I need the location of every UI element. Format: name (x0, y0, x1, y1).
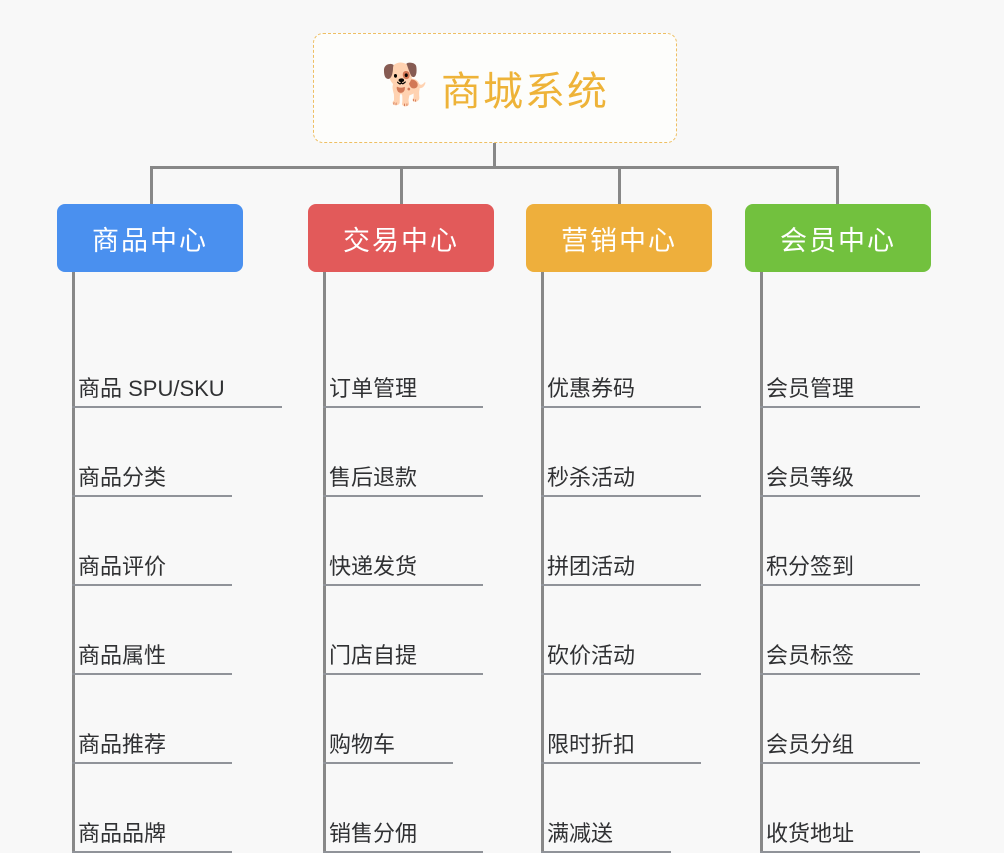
category-spine-3 (541, 272, 544, 853)
category-spine-2 (323, 272, 326, 853)
leaf-underline (541, 406, 701, 408)
leaf-item-label: 商品分类 (78, 464, 167, 490)
leaf-item[interactable]: 优惠券码 (541, 319, 712, 408)
category-header-3[interactable]: 营销中心 (526, 204, 712, 272)
category-header-label: 商品中心 (92, 225, 208, 256)
leaf-item[interactable]: 积分签到 (760, 497, 931, 586)
leaf-item[interactable]: 砍价活动 (541, 586, 712, 675)
category-header-label: 会员中心 (780, 225, 896, 256)
leaf-underline (72, 495, 232, 497)
category-column-2: 交易中心订单管理售后退款快递发货门店自提购物车销售分佣 (308, 204, 494, 853)
category-header-4[interactable]: 会员中心 (745, 204, 931, 272)
category-header-label: 营销中心 (561, 225, 677, 256)
leaf-underline (323, 495, 483, 497)
leaf-item[interactable]: 商品 SPU/SKU (72, 319, 282, 408)
connector-drop-1 (150, 166, 153, 204)
leaf-item-label: 积分签到 (766, 553, 855, 579)
connector-horizontal-bus (150, 166, 838, 169)
leaf-item-label: 商品推荐 (78, 731, 167, 757)
leaf-item-label: 限时折扣 (547, 731, 636, 757)
leaf-item-label: 会员分组 (766, 731, 855, 757)
leaf-item[interactable]: 秒杀活动 (541, 408, 712, 497)
connector-drop-2 (400, 166, 403, 204)
leaf-item-label: 销售分佣 (329, 820, 418, 846)
leaf-item-label: 商品 SPU/SKU (78, 375, 225, 401)
leaf-underline (760, 762, 920, 764)
category-column-4: 会员中心会员管理会员等级积分签到会员标签会员分组收货地址 (745, 204, 931, 853)
leaf-item-label: 会员等级 (766, 464, 855, 490)
leaf-underline (760, 673, 920, 675)
connector-drop-4 (836, 166, 839, 204)
leaf-underline (72, 762, 232, 764)
leaf-item[interactable]: 订单管理 (323, 319, 494, 408)
leaf-item-label: 商品评价 (78, 553, 167, 579)
leaf-underline (323, 584, 483, 586)
leaf-underline (541, 673, 701, 675)
leaf-item[interactable]: 商品分类 (72, 408, 243, 497)
leaf-item[interactable]: 会员管理 (760, 319, 931, 408)
leaf-item-label: 会员管理 (766, 375, 855, 401)
leaf-underline (72, 406, 282, 408)
leaf-item-label: 商品品牌 (78, 820, 167, 846)
leaf-list: 商品 SPU/SKU 商品分类商品评价商品属性商品推荐商品品牌 (72, 319, 282, 853)
leaf-underline (541, 584, 701, 586)
leaf-underline (323, 673, 483, 675)
category-column-3: 营销中心优惠券码秒杀活动拼团活动砍价活动限时折扣满减送 (526, 204, 712, 853)
leaf-item-label: 收货地址 (766, 820, 855, 846)
category-header-label: 交易中心 (343, 225, 459, 256)
leaf-underline (541, 495, 701, 497)
leaf-underline (72, 584, 232, 586)
leaf-item-label: 砍价活动 (547, 642, 636, 668)
leaf-item[interactable]: 会员标签 (760, 586, 931, 675)
connector-root-stem (493, 143, 496, 168)
leaf-item-label: 购物车 (329, 731, 396, 757)
leaf-item[interactable]: 限时折扣 (541, 675, 712, 764)
category-spine-4 (760, 272, 763, 853)
leaf-item-label: 会员标签 (766, 642, 855, 668)
leaf-list: 订单管理售后退款快递发货门店自提购物车销售分佣 (323, 319, 494, 853)
leaf-item[interactable]: 商品推荐 (72, 675, 243, 764)
leaf-underline (323, 406, 483, 408)
leaf-underline (760, 495, 920, 497)
leaf-item-label: 拼团活动 (547, 553, 636, 579)
leaf-item[interactable]: 门店自提 (323, 586, 494, 675)
leaf-list: 优惠券码秒杀活动拼团活动砍价活动限时折扣满减送 (541, 319, 712, 853)
leaf-item[interactable]: 会员分组 (760, 675, 931, 764)
category-header-2[interactable]: 交易中心 (308, 204, 494, 272)
leaf-item-label: 满减送 (547, 820, 614, 846)
leaf-item[interactable]: 商品属性 (72, 586, 243, 675)
leaf-item-label: 优惠券码 (547, 375, 636, 401)
leaf-underline (541, 762, 701, 764)
root-node-title: 商城系统 (441, 70, 609, 114)
leaf-item[interactable]: 售后退款 (323, 408, 494, 497)
leaf-underline (760, 406, 920, 408)
category-column-1: 商品中心商品 SPU/SKU 商品分类商品评价商品属性商品推荐商品品牌 (57, 204, 282, 853)
leaf-underline (323, 762, 453, 764)
leaf-item-label: 商品属性 (78, 642, 167, 668)
leaf-item-label: 门店自提 (329, 642, 418, 668)
leaf-item-label: 售后退款 (329, 464, 418, 490)
leaf-item-label: 订单管理 (329, 375, 418, 401)
leaf-item-label: 秒杀活动 (547, 464, 636, 490)
leaf-list: 会员管理会员等级积分签到会员标签会员分组收货地址 (760, 319, 931, 853)
root-node-shop-system[interactable]: 🐕 商城系统 (313, 33, 677, 143)
leaf-item[interactable]: 快递发货 (323, 497, 494, 586)
category-spine-1 (72, 272, 75, 853)
leaf-item[interactable]: 商品评价 (72, 497, 243, 586)
connector-drop-3 (618, 166, 621, 204)
category-header-1[interactable]: 商品中心 (57, 204, 243, 272)
leaf-item[interactable]: 拼团活动 (541, 497, 712, 586)
leaf-item[interactable]: 会员等级 (760, 408, 931, 497)
leaf-underline (72, 673, 232, 675)
leaf-underline (760, 584, 920, 586)
shiba-dog-face-icon: 🐕 (381, 63, 431, 107)
leaf-item-label: 快递发货 (329, 553, 418, 579)
leaf-item[interactable]: 购物车 (323, 675, 494, 764)
